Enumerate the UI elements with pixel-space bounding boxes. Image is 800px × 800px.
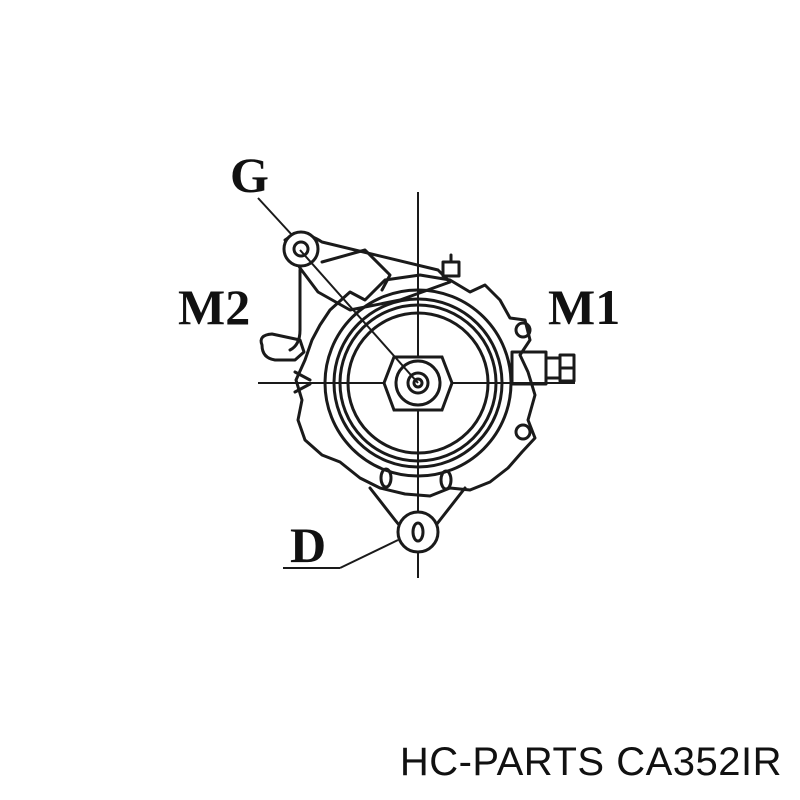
terminal-m1 <box>510 350 576 386</box>
callout-d: D <box>290 517 327 573</box>
callout-m2: M2 <box>178 279 251 335</box>
pulley-rings <box>323 288 513 478</box>
top-connector-stud <box>441 253 461 278</box>
leader-lines <box>257 197 419 569</box>
callout-g: G <box>230 147 269 203</box>
callout-m1: M1 <box>548 279 621 335</box>
mounting-ear-d <box>368 486 467 554</box>
shaft-hex-nut <box>382 355 454 412</box>
mounting-ear-g <box>282 230 452 352</box>
part-number-caption: HC-PARTS CA352IR <box>399 740 782 784</box>
